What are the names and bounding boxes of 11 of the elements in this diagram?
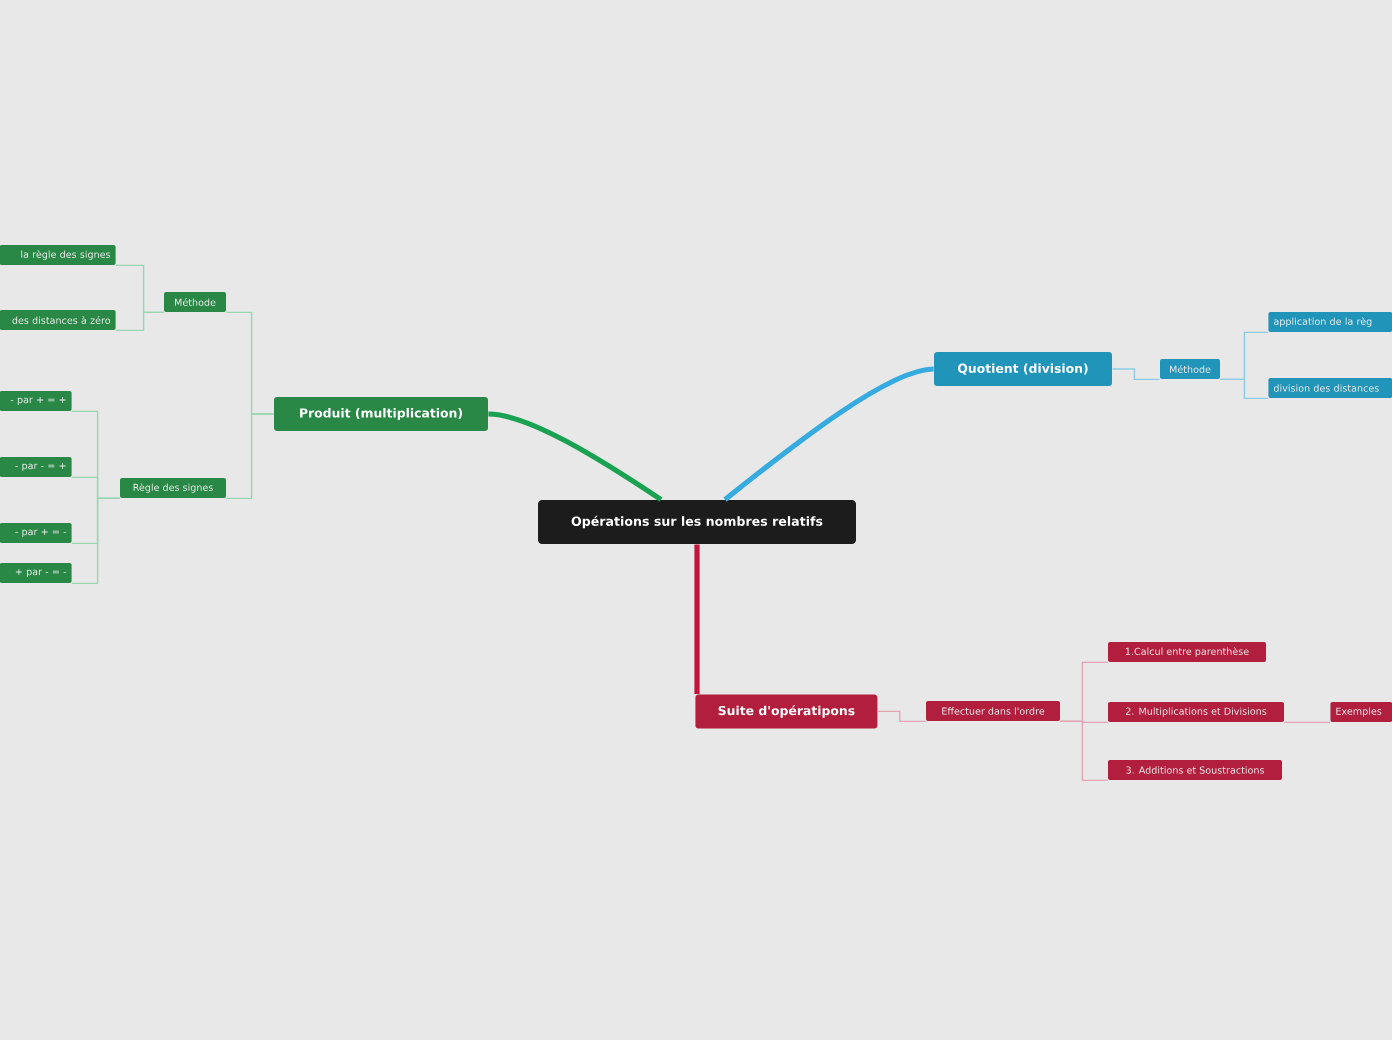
connector-line bbox=[71, 497, 121, 585]
connector-line bbox=[877, 710, 927, 723]
connector-line bbox=[225, 413, 275, 500]
connector-line bbox=[1111, 368, 1161, 381]
connector-line bbox=[1283, 721, 1331, 724]
connector-line bbox=[723, 366, 934, 502]
connector-line bbox=[694, 544, 700, 694]
connector-line bbox=[1219, 378, 1269, 400]
connector-line bbox=[115, 311, 165, 332]
connector-line bbox=[488, 411, 663, 502]
connector-line bbox=[1059, 720, 1109, 782]
